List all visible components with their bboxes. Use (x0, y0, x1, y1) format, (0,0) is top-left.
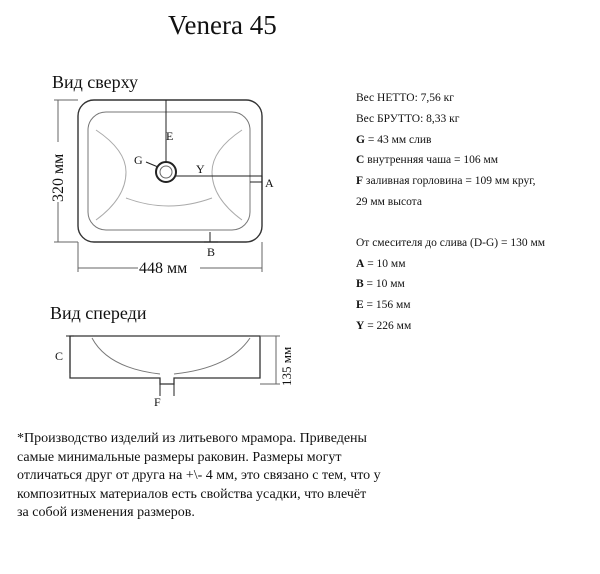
spec-b: B = 10 мм (356, 274, 545, 295)
marker-c: C (55, 349, 63, 363)
g-leader-line (145, 161, 159, 168)
bowl-contour-bottom (125, 197, 213, 207)
front-view-outline (69, 335, 261, 385)
spec-a-text: = 10 мм (364, 257, 406, 270)
front-bowl-curve (91, 337, 251, 375)
spec-g-key: G (356, 133, 365, 146)
spec-g-text: = 43 мм слив (364, 133, 432, 146)
footnote-line: *Производство изделий из литьевого мрамо… (17, 431, 367, 446)
spec-f: F заливная горловина = 109 мм круг, (356, 171, 545, 192)
footnote: *Производство изделий из литьевого мрамо… (17, 430, 437, 523)
marker-a: A (265, 176, 274, 190)
footnote-line: композитных материалов есть свойства уса… (17, 486, 367, 502)
width-dimension-label: 448 мм (139, 260, 187, 277)
spec-b-key: B (356, 278, 364, 291)
spec-y-key: Y (356, 319, 365, 332)
spec-spacer (356, 213, 545, 233)
marker-f: F (154, 395, 161, 409)
spec-e-text: = 156 мм (363, 299, 411, 312)
footnote-line: самые минимальные размеры раковин. Разме… (17, 449, 342, 465)
marker-e: E (166, 129, 173, 143)
specifications-list: Вес НЕТТО: 7,56 кг Вес БРУТТО: 8,33 кг G… (356, 88, 545, 337)
footnote-line: отличаться друг от друга на +\- 4 мм, эт… (17, 468, 381, 484)
spec-c-key: C (356, 154, 365, 167)
spec-f-height: 29 мм высота (356, 195, 422, 208)
spec-f-text: заливная горловина = 109 мм круг, (363, 175, 536, 188)
footnote-line: за собой изменения размеров. (17, 505, 195, 521)
bowl-contour-left (95, 129, 127, 221)
marker-g: G (134, 153, 143, 167)
spec-g: G = 43 мм слив (356, 130, 545, 151)
spec-e: E = 156 мм (356, 295, 545, 316)
front-view-label: Вид спереди (50, 303, 147, 323)
spec-y: Y = 226 мм (356, 316, 545, 337)
spec-b-text: = 10 мм (363, 278, 405, 291)
height-dimension-label: 320 мм (50, 154, 67, 202)
marker-y: Y (196, 162, 205, 176)
spec-f-key: F (356, 175, 364, 188)
bowl-contour-right (211, 129, 243, 221)
drain-outer (155, 161, 177, 183)
drain-inner (159, 165, 173, 179)
spec-mixer: От смесителя до слива (D-G) = 130 мм (356, 236, 546, 249)
spec-e-key: E (356, 299, 364, 312)
spec-c-text: внутренняя чаша = 106 мм (364, 154, 499, 167)
top-view-label: Вид сверху (52, 72, 138, 92)
spec-weight-net: Вес НЕТТО: 7,56 кг (356, 92, 454, 104)
front-height-dimension-label: 135 мм (279, 347, 294, 386)
product-title: Venera 45 (168, 10, 277, 40)
spec-y-text: = 226 мм (364, 319, 412, 332)
spec-a-key: A (356, 257, 365, 270)
marker-b: B (207, 245, 215, 259)
basin-inner-bowl (87, 111, 251, 231)
spec-weight-gross: Вес БРУТТО: 8,33 кг (356, 112, 460, 125)
basin-outer-outline (77, 99, 263, 243)
spec-c: C внутренняя чаша = 106 мм (356, 150, 545, 171)
spec-a: A = 10 мм (356, 254, 545, 275)
